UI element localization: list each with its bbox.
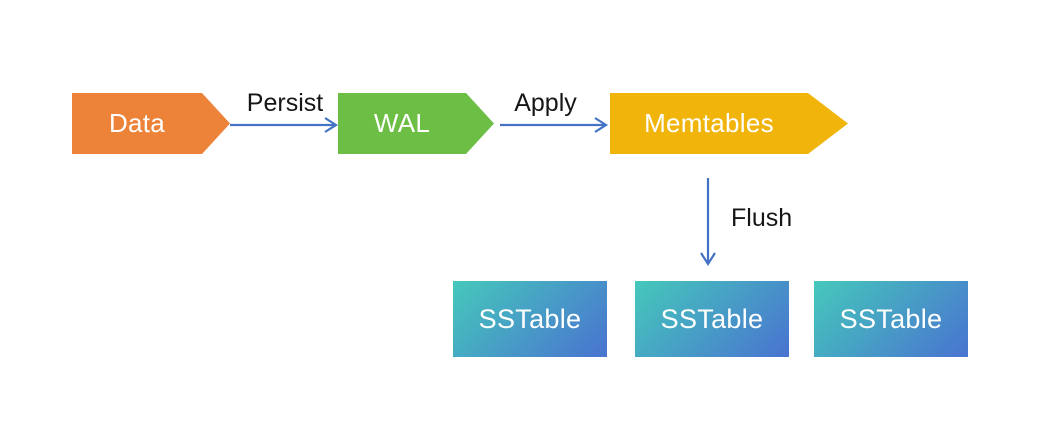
node-memtables: Memtables <box>610 93 848 154</box>
edge-label-persist: Persist <box>246 89 324 117</box>
node-data: Data <box>72 93 230 154</box>
node-sstable-2-label: SSTable <box>660 303 764 334</box>
node-wal-label: WAL <box>373 108 431 138</box>
node-sstable-3: SSTable <box>814 281 968 357</box>
edge-label-apply: Apply <box>514 89 577 117</box>
node-sstable-1-label: SSTable <box>478 303 582 334</box>
node-sstable-3-label: SSTable <box>839 303 943 334</box>
node-sstable-1: SSTable <box>453 281 607 357</box>
edge-label-flush: Flush <box>731 204 793 232</box>
node-sstable-2: SSTable <box>635 281 789 357</box>
apply-arrow-icon <box>498 114 610 136</box>
persist-arrow-icon <box>228 114 340 136</box>
node-data-label: Data <box>108 108 166 138</box>
node-wal: WAL <box>338 93 494 154</box>
node-memtables-label: Memtables <box>644 108 774 138</box>
flush-arrow-icon <box>697 176 719 268</box>
